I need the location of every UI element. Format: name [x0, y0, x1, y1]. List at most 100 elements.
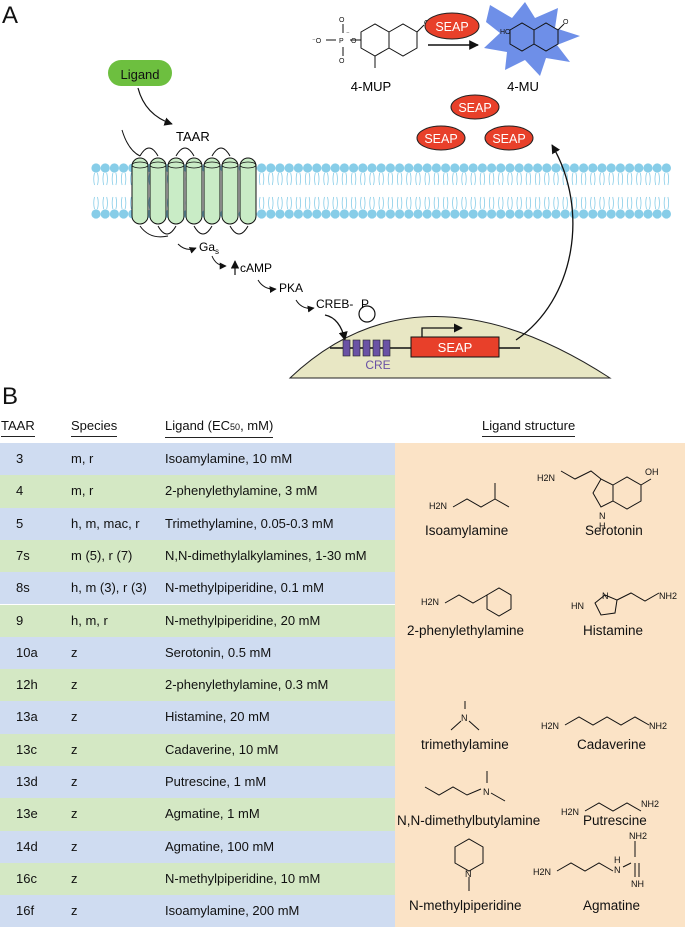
- lipid-head: [431, 163, 441, 173]
- lipid-head: [321, 163, 331, 173]
- species-cell: m, r: [71, 451, 94, 466]
- mup-structure: [326, 23, 425, 68]
- lipid-head: [487, 209, 497, 219]
- lipid-head: [358, 163, 368, 173]
- species-cell: h, m (3), r (3): [71, 580, 147, 596]
- taar-cell: 7s: [16, 547, 30, 563]
- taar-cell: 16c: [16, 870, 37, 886]
- lipid-head: [652, 163, 662, 173]
- cadaverine-label: Cadaverine: [577, 737, 647, 752]
- lipid-head: [441, 163, 451, 173]
- taar-cell: 13a: [16, 709, 38, 725]
- ligand-cell: Cadaverine, 10 mM: [165, 741, 279, 757]
- lipid-head: [349, 209, 359, 219]
- lipid-head: [468, 163, 478, 173]
- ligand-cell: Serotonin, 0.5 mM: [165, 644, 272, 660]
- lipid-head: [487, 163, 497, 173]
- lipid-head: [514, 163, 524, 173]
- lipid-head: [579, 209, 589, 219]
- transmembrane-helix: [149, 157, 167, 225]
- trimethylamine-label: trimethylamine: [421, 737, 509, 752]
- taar-cell: 3: [16, 451, 24, 466]
- lipid-head: [385, 163, 395, 173]
- lipid-head: [284, 163, 294, 173]
- svg-text:HN: HN: [571, 601, 584, 611]
- mup-label: 4-MUP: [351, 79, 391, 94]
- lipid-head: [588, 163, 598, 173]
- panel-a: A Ligand TAAR Gas cAMP PKA CREB- P: [0, 0, 685, 385]
- structure-panel: H2N H2N OH N H H2N HN N NH2 N H2N NH2 N …: [395, 443, 685, 927]
- taar-cell: 8s: [16, 580, 30, 596]
- ligand-pill: [108, 60, 172, 86]
- header-structure: Ligand structure: [482, 418, 576, 437]
- lipid-head: [109, 163, 119, 173]
- histamine-label: Histamine: [583, 623, 644, 638]
- header-ligand: Ligand (EC50, mM): [165, 418, 274, 438]
- lipid-head: [597, 163, 607, 173]
- taar-cell: 5: [16, 515, 24, 531]
- isoamylamine-structure: [452, 483, 510, 508]
- lipid-head: [422, 209, 432, 219]
- lipid-head: [367, 163, 377, 173]
- svg-text:HO: HO: [500, 29, 511, 36]
- cadaverine-structure: [564, 716, 650, 726]
- ligand-label: Ligand: [120, 67, 159, 82]
- isoamylamine-label: Isoamylamine: [425, 523, 509, 538]
- svg-text:SEAP: SEAP: [458, 101, 491, 115]
- structure-drawings: H2N H2N OH N H H2N HN N NH2 N H2N NH2 N …: [421, 467, 677, 891]
- lipid-head: [266, 209, 276, 219]
- serotonin-label: Serotonin: [585, 523, 643, 538]
- svg-text:SEAP: SEAP: [424, 132, 457, 146]
- lipid-head: [404, 209, 414, 219]
- lipid-head: [303, 163, 313, 173]
- lipid-head: [312, 209, 322, 219]
- trimethylamine-structure: [450, 701, 480, 731]
- header-species: Species: [71, 418, 118, 437]
- svg-text:H2N: H2N: [421, 597, 439, 607]
- svg-text:O: O: [339, 58, 345, 65]
- lipid-head: [514, 209, 524, 219]
- lipid-head: [496, 163, 506, 173]
- lipid-head: [606, 209, 616, 219]
- svg-text:N: N: [465, 869, 472, 879]
- lipid-head: [643, 209, 653, 219]
- lipid-head: [330, 163, 340, 173]
- lipid-head: [349, 163, 359, 173]
- histamine-structure: [594, 592, 660, 616]
- ligand-cell: N-methylpiperidine, 20 mM: [165, 612, 321, 628]
- lipid-head: [625, 209, 635, 219]
- lipid-head: [523, 209, 534, 219]
- ligand-arrow: [137, 87, 173, 126]
- lipid-head: [441, 209, 451, 219]
- svg-text:H2N: H2N: [533, 867, 551, 877]
- svg-text:O: O: [563, 19, 569, 26]
- g-alpha-s-label: Gas: [199, 240, 219, 256]
- phosphate-circle: [358, 305, 376, 323]
- lipid-head: [100, 163, 110, 173]
- ligand-cell: Agmatine, 100 mM: [165, 838, 275, 854]
- putrescine-structure: [584, 802, 642, 812]
- svg-text:H2N: H2N: [429, 501, 447, 511]
- svg-text:H2N: H2N: [541, 721, 559, 731]
- cre-element: [372, 339, 381, 357]
- fluorescence-burst: [484, 2, 580, 76]
- lipid-head: [275, 209, 285, 219]
- species-cell: z: [71, 774, 78, 789]
- lipid-head: [376, 209, 386, 219]
- lipid-head: [661, 163, 672, 173]
- cre-label: CRE: [365, 358, 390, 372]
- svg-text:⁻O: ⁻O: [312, 38, 322, 45]
- lipid-head: [477, 163, 487, 173]
- lipid-head: [339, 209, 349, 219]
- ligand-cell: Histamine, 20 mM: [165, 709, 270, 725]
- svg-text:NH: NH: [631, 879, 644, 889]
- species-cell: z: [71, 644, 78, 660]
- species-cell: z: [71, 709, 78, 725]
- svg-text:O: O: [351, 38, 357, 45]
